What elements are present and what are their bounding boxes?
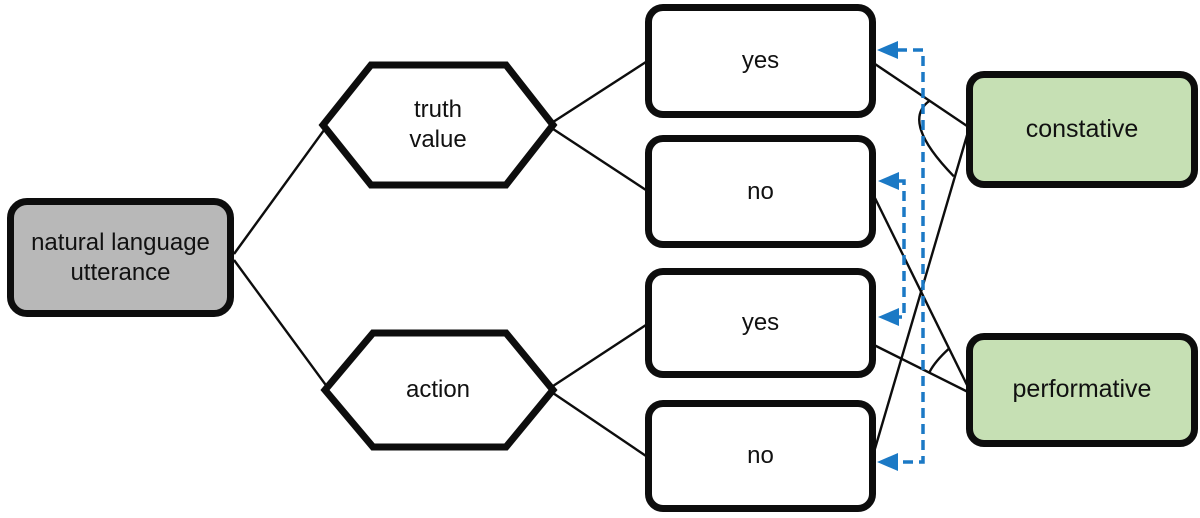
and-arc-performative <box>928 347 950 373</box>
node-truth-value-yes: yes <box>645 4 876 118</box>
node-action-yes: yes <box>645 268 876 378</box>
edge-truth-no <box>549 125 650 194</box>
node-truth-value-no: no <box>645 135 876 248</box>
dashed-link-performative-pair <box>898 179 906 319</box>
dashed-arrowhead-action-no-icon <box>877 453 898 471</box>
edge-action-yes-to-performative <box>871 342 969 394</box>
dashed-arrowhead-action-yes-icon <box>878 308 899 326</box>
edge-root-truth-value <box>233 125 328 255</box>
node-constative: constative <box>966 71 1198 188</box>
criterion-label-truth-value: truth value <box>409 96 467 153</box>
node-natural-language-utterance: natural language utterance <box>7 198 234 317</box>
edge-action-yes <box>549 321 650 390</box>
node-action-no: no <box>645 400 876 512</box>
edge-truth-yes-to-constative <box>871 61 971 129</box>
criterion-label-action: action <box>405 376 471 403</box>
edge-root-action <box>233 259 329 389</box>
dashed-arrowhead-truth-yes-icon <box>877 41 898 59</box>
dashed-arrowhead-truth-no-icon <box>878 172 899 190</box>
hexagon-action <box>320 329 558 451</box>
edge-truth-no-to-performative <box>870 191 970 388</box>
edge-truth-yes <box>549 58 650 126</box>
dashed-link-constative-pair <box>897 48 925 464</box>
hexagon-truth-value <box>318 61 558 189</box>
node-performative: performative <box>966 333 1198 447</box>
edge-action-no <box>549 390 650 459</box>
